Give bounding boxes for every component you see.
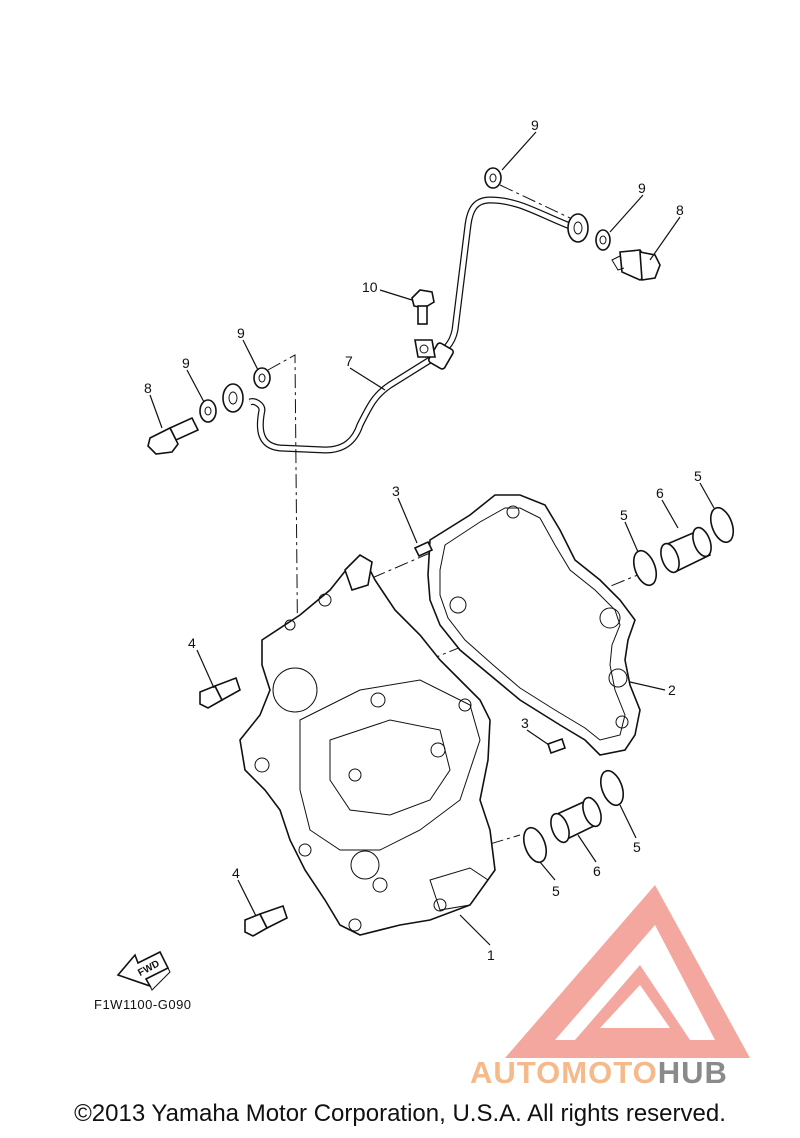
o-ring-5-b xyxy=(709,506,735,544)
fwd-arrow-icon: FWD xyxy=(116,950,171,991)
watermark-logo xyxy=(505,885,750,1058)
leader-lines xyxy=(149,131,715,946)
o-ring-5-c xyxy=(522,826,548,864)
washer-9-top xyxy=(484,167,502,189)
crankcase-cover xyxy=(239,553,496,936)
callout-9-left-b: 9 xyxy=(182,355,190,371)
callout-7: 7 xyxy=(345,353,353,369)
dowel-pins xyxy=(413,540,567,755)
banjo-fitting-left xyxy=(147,367,271,455)
callout-numbers: 9 9 8 10 7 9 9 8 3 5 6 5 4 2 3 4 5 6 5 1 xyxy=(144,117,702,963)
bolt-10 xyxy=(411,289,435,325)
washer-9-left-a xyxy=(253,367,271,389)
bolts-4 xyxy=(199,676,288,937)
callout-6-bottom: 6 xyxy=(593,863,601,879)
callout-2: 2 xyxy=(668,682,676,698)
banjo-fitting-right xyxy=(484,167,661,281)
callout-10: 10 xyxy=(362,279,378,295)
washer-9-right xyxy=(595,229,611,251)
washer-9-left-b xyxy=(199,399,217,423)
drawing-code: F1W1100-G090 xyxy=(94,997,192,1012)
callout-9-right: 9 xyxy=(638,180,646,196)
callout-8-left: 8 xyxy=(144,380,152,396)
callout-6-top: 6 xyxy=(656,485,664,501)
watermark-text-part1: AUTOMOTO xyxy=(470,1055,658,1090)
callout-3-bottom: 3 xyxy=(521,715,529,731)
callout-5-a: 5 xyxy=(620,507,628,523)
callout-4-top: 4 xyxy=(188,635,196,651)
watermark-text-part2: HUB xyxy=(657,1055,728,1090)
copyright-notice: ©2013 Yamaha Motor Corporation, U.S.A. A… xyxy=(74,1100,726,1127)
o-ring-5-a xyxy=(632,549,658,587)
callout-5-c: 5 xyxy=(552,883,560,899)
watermark-text: AUTOMOTOHUB xyxy=(470,1055,728,1091)
oil-pipe xyxy=(248,196,577,454)
gasket xyxy=(427,494,641,756)
o-rings-and-seals xyxy=(522,506,735,864)
o-ring-5-d xyxy=(599,769,625,807)
callout-1: 1 xyxy=(487,947,495,963)
callout-3-top: 3 xyxy=(392,483,400,499)
callout-5-d: 5 xyxy=(633,839,641,855)
callout-5-b: 5 xyxy=(694,468,702,484)
callout-4-bottom: 4 xyxy=(232,865,240,881)
callout-9-top: 9 xyxy=(531,117,539,133)
callout-8-right: 8 xyxy=(676,202,684,218)
callout-9-left-a: 9 xyxy=(237,325,245,341)
